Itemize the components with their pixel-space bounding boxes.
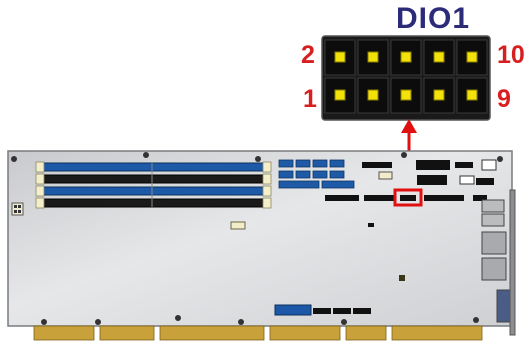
- left-connector: [11, 202, 24, 216]
- pin: [400, 51, 412, 63]
- pin: [433, 89, 445, 101]
- pin: [466, 51, 478, 63]
- edge-connector: [33, 325, 483, 341]
- bottom-headers: [274, 304, 371, 316]
- dio1-location-highlight: [393, 188, 423, 207]
- pin: [334, 51, 346, 63]
- pin: [367, 51, 379, 63]
- pin: [433, 51, 445, 63]
- rear-io: [481, 199, 512, 323]
- dimm-slots: [35, 161, 272, 209]
- fan-connector: [230, 221, 246, 230]
- pin-cells: [324, 39, 488, 114]
- pin-label-bottom-left: 1: [303, 85, 317, 113]
- pin: [466, 89, 478, 101]
- pin: [367, 89, 379, 101]
- pin: [400, 89, 412, 101]
- io-bracket: [509, 189, 516, 336]
- motherboard: [7, 150, 516, 341]
- pin-header-zoom: [321, 35, 491, 121]
- sata-block: [278, 159, 355, 189]
- pin: [334, 89, 346, 101]
- mounting-holes: [11, 152, 503, 325]
- dio1-on-board: [400, 195, 416, 201]
- pin-label-top-right: 10: [497, 41, 525, 69]
- small-white-header: [378, 171, 393, 180]
- usb-header: [459, 175, 475, 185]
- pin-label-bottom-right: 9: [497, 85, 511, 113]
- right-header: [481, 159, 497, 171]
- pin-label-top-left: 2: [301, 41, 315, 69]
- connector-title: DIO1: [395, 2, 471, 35]
- board-headers: [325, 160, 494, 281]
